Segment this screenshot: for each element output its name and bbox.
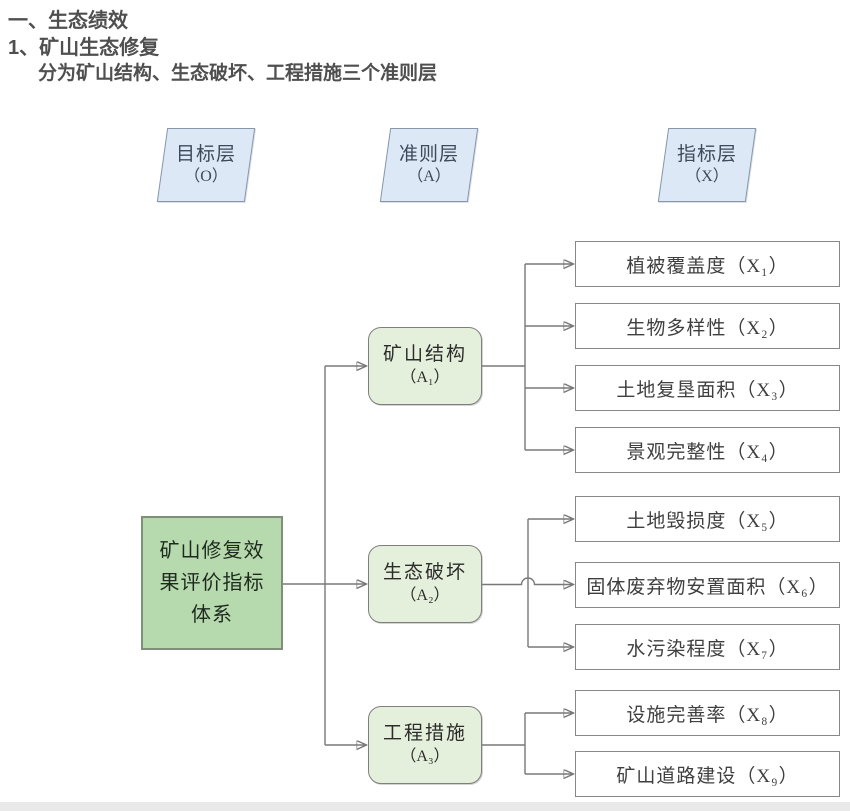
indicator-box-x3: 土地复垦面积（X₃） (575, 365, 840, 411)
indicator-box-x2: 生物多样性（X₂） (575, 303, 840, 349)
page-bottom-edge (0, 802, 850, 811)
goal-box-label: 矿山修复效果评价指标体系 (159, 540, 265, 626)
connector-to-x6 (482, 577, 573, 585)
criteria-3-label: 工程措施 (382, 723, 467, 745)
subsection-heading: 1、矿山生态修复 (8, 37, 160, 59)
criteria-2-label: 生态破坏 (382, 562, 467, 584)
criteria-2-code: （A₂） (400, 586, 450, 604)
layer-parallelogram-goal-text: 目标层 （O） (163, 129, 249, 201)
criteria-1-label: 矿山结构 (382, 344, 467, 366)
section-heading: 一、生态绩效 (8, 10, 128, 32)
criteria-box-ecological-damage: 生态破坏 （A₂） (368, 545, 482, 623)
criteria-3-code: （A₃） (400, 747, 450, 765)
layer-parallelogram-criteria: 准则层 （A） (379, 128, 479, 202)
layer-goal-code: （O） (184, 167, 228, 185)
layer-criteria-code: （A） (407, 167, 451, 185)
layer-parallelogram-goal: 目标层 （O） (156, 128, 256, 202)
layer-goal-label: 目标层 (175, 144, 236, 166)
layer-parallelogram-indicator-text: 指标层 （X） (664, 129, 750, 201)
layer-indicator-code: （X） (685, 167, 729, 185)
indicator-box-x1: 植被覆盖度（X₁） (575, 241, 840, 287)
goal-box: 矿山修复效果评价指标体系 (141, 516, 283, 650)
indicator-box-x6: 固体废弃物安置面积（X₆） (575, 562, 840, 608)
layer-indicator-label: 指标层 (676, 144, 737, 166)
layer-criteria-label: 准则层 (398, 144, 459, 166)
indicator-box-x4: 景观完整性（X₄） (575, 427, 840, 473)
layer-parallelogram-indicator: 指标层 （X） (657, 128, 757, 202)
indicator-box-x7: 水污染程度（X₇） (575, 624, 840, 670)
indicator-box-x8: 设施完善率（X₈） (575, 690, 840, 736)
criteria-1-code: （A₁） (400, 368, 450, 386)
layer-parallelogram-criteria-text: 准则层 （A） (386, 129, 472, 201)
description-text: 分为矿山结构、生态破坏、工程措施三个准则层 (38, 63, 438, 84)
criteria-box-mine-structure: 矿山结构 （A₁） (368, 327, 482, 405)
indicator-box-x9: 矿山道路建设（X₉） (575, 751, 840, 797)
criteria-box-engineering-measures: 工程措施 （A₃） (368, 706, 482, 784)
indicator-box-x5: 土地毁损度（X₅） (575, 496, 840, 542)
